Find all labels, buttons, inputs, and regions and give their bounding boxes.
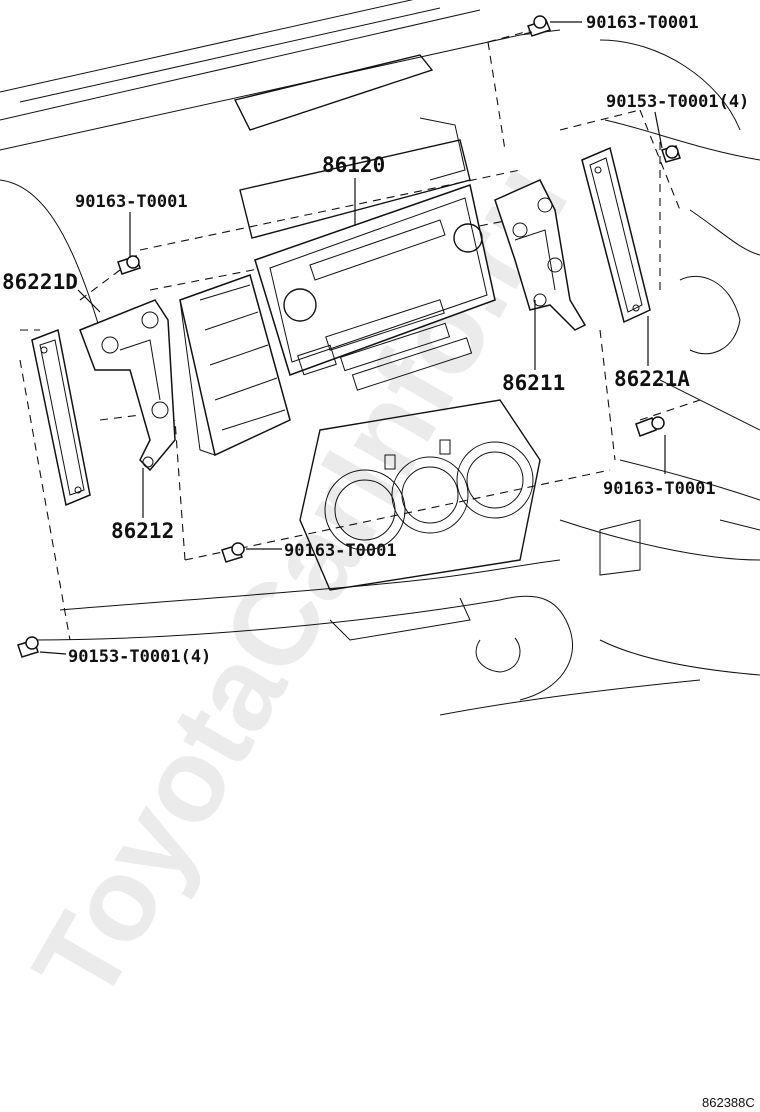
callout-90163-bottom: 90163-T0001 — [284, 541, 397, 561]
callout-90163-left: 90163-T0001 — [75, 192, 188, 212]
trim-panel-86221D — [31, 328, 91, 507]
trim-panel-86221A — [581, 146, 651, 324]
callout-86221D: 86221D — [2, 270, 78, 294]
callout-90163-lower-right: 90163-T0001 — [603, 479, 716, 499]
callout-86211: 86211 — [502, 371, 565, 395]
callout-86120: 86120 — [322, 153, 385, 177]
callout-86212: 86212 — [111, 519, 174, 543]
bolt-lower-left — [17, 636, 39, 658]
bracket-86211 — [494, 179, 587, 331]
callout-labels: 90163-T0001 90153-T0001(4) 86120 90163-T… — [2, 13, 749, 667]
leader-lines — [39, 21, 666, 655]
bolt-left-upper — [117, 255, 141, 275]
audio-head-unit — [179, 184, 496, 457]
bolt-lower-right — [635, 416, 665, 437]
callout-90163-top: 90163-T0001 — [586, 13, 699, 33]
climate-panel — [299, 399, 541, 591]
callout-90153-right: 90153-T0001(4) — [606, 92, 749, 112]
dashboard-outline — [0, 0, 760, 716]
bolt-lower-center — [221, 542, 245, 563]
callout-90153-left: 90153-T0001(4) — [68, 647, 211, 667]
figure-code: 862388C — [702, 1095, 755, 1110]
bolt-upper-right — [661, 145, 681, 163]
bolt-top — [523, 15, 551, 37]
bracket-86212 — [79, 299, 176, 472]
callout-86221A: 86221A — [614, 367, 690, 391]
